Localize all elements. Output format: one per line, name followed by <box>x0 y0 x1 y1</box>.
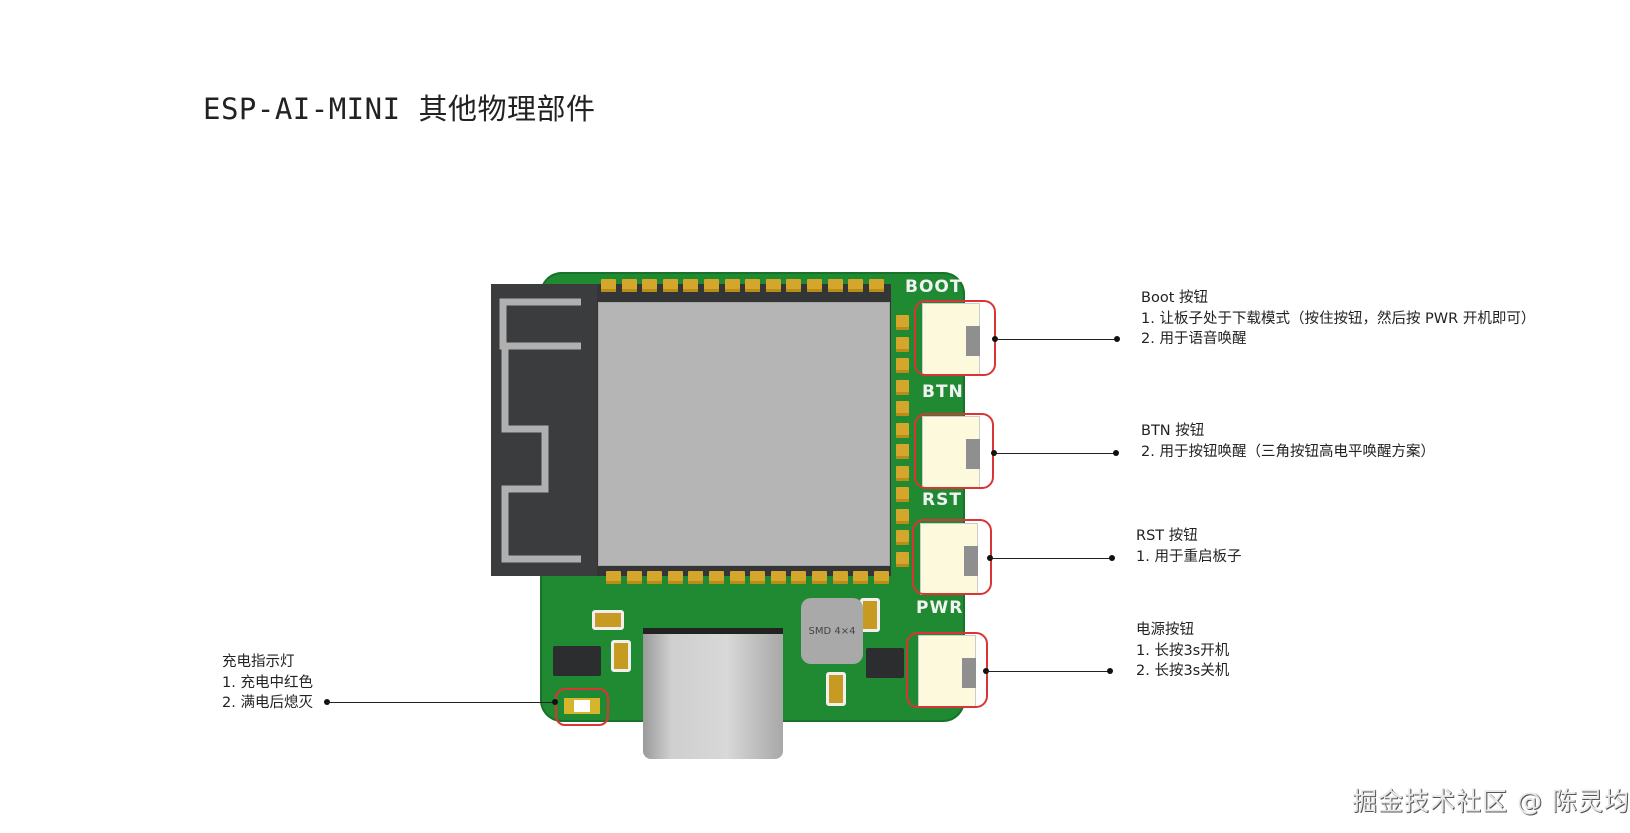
pwr-leader-line <box>986 671 1110 673</box>
solder-pad <box>896 315 909 330</box>
solder-pad <box>621 279 637 292</box>
solder-pad <box>896 422 909 438</box>
solder-pad <box>786 279 802 292</box>
antenna-area <box>491 284 597 576</box>
solder-pad <box>812 571 827 584</box>
solder-pad <box>724 279 740 292</box>
rst-switch[interactable] <box>920 523 978 595</box>
solder-pad <box>848 279 864 292</box>
leader-dot <box>1109 555 1115 561</box>
led-leader-line <box>327 702 555 704</box>
solder-pad <box>709 571 724 584</box>
leader-dot <box>1114 336 1120 342</box>
solder-pad <box>896 508 909 524</box>
callout-led: 充电指示灯 1. 充电中红色 2. 满电后熄灭 <box>222 652 313 714</box>
solder-pad <box>868 279 884 292</box>
switch-knob <box>966 439 980 469</box>
antenna-trace-icon <box>499 298 581 563</box>
solder-pad <box>827 279 843 292</box>
callout-boot: Boot 按钮 1. 让板子处于下载模式（按住按钮，然后按 PWR 开机即可） … <box>1141 288 1535 350</box>
solder-pad <box>896 530 909 545</box>
power-ic <box>866 648 904 678</box>
solder-pad <box>896 465 909 481</box>
solder-pad <box>896 487 909 502</box>
callout-title: Boot 按钮 <box>1141 290 1208 306</box>
solder-pad <box>626 571 642 584</box>
callout-line: 2. 满电后熄灭 <box>222 695 313 711</box>
solder-pad <box>791 571 807 584</box>
solder-pad <box>896 379 909 395</box>
callout-line: 2. 用于语音唤醒 <box>1141 331 1247 347</box>
btn-highlight-ring <box>914 413 994 489</box>
switch-knob <box>962 658 976 688</box>
callout-pwr: 电源按钮 1. 长按3s开机 2. 长按3s关机 <box>1136 620 1229 682</box>
charger-ic <box>553 646 601 676</box>
callout-btn: BTN 按钮 2. 用于按钮唤醒（三角按钮高电平唤醒方案） <box>1141 421 1435 462</box>
callout-title: BTN 按钮 <box>1141 423 1205 439</box>
leader-dot <box>1107 668 1113 674</box>
pwr-switch[interactable] <box>918 635 976 707</box>
solder-pad <box>896 444 909 459</box>
solder-pad <box>765 279 781 292</box>
solder-pad <box>896 336 909 352</box>
solder-pad <box>601 279 616 292</box>
solder-pad <box>662 279 678 292</box>
callout-rst: RST 按钮 1. 用于重启板子 <box>1136 526 1241 567</box>
solder-pad <box>647 571 663 584</box>
solder-pad <box>688 571 704 584</box>
solder-pad <box>853 571 869 584</box>
solder-pad <box>729 571 745 584</box>
callout-title: 充电指示灯 <box>222 654 295 670</box>
solder-pad <box>832 571 848 584</box>
led-highlight-ring <box>555 688 609 726</box>
solder-pad <box>683 279 699 292</box>
boot-highlight-ring <box>914 300 996 376</box>
btn-leader-line <box>994 453 1116 455</box>
solder-pad <box>896 401 909 416</box>
charge-led <box>564 698 600 714</box>
silk-rst: RST <box>922 490 962 510</box>
callout-title: RST 按钮 <box>1136 528 1198 544</box>
callout-title: 电源按钮 <box>1136 622 1194 638</box>
callout-line: 2. 用于按钮唤醒（三角按钮高电平唤醒方案） <box>1141 443 1435 460</box>
rst-leader-line <box>990 558 1112 560</box>
solder-pad <box>807 279 822 292</box>
usb-c-connector[interactable] <box>643 628 783 759</box>
rst-highlight-ring <box>912 519 992 595</box>
solder-pad <box>896 551 909 567</box>
solder-pad <box>750 571 766 584</box>
boot-switch[interactable] <box>922 303 980 375</box>
silk-pwr: PWR <box>916 598 964 618</box>
leader-dot <box>1113 450 1119 456</box>
callout-line: 1. 充电中红色 <box>222 674 313 691</box>
capacitor <box>592 610 624 630</box>
switch-knob <box>966 326 980 356</box>
capacitor <box>611 640 631 672</box>
callout-line: 1. 长按3s开机 <box>1136 642 1230 659</box>
capacitor <box>826 672 846 706</box>
callout-line: 1. 让板子处于下载模式（按住按钮，然后按 PWR 开机即可） <box>1141 310 1536 327</box>
callout-line: 2. 长按3s关机 <box>1136 663 1230 679</box>
callout-line: 1. 用于重启板子 <box>1136 548 1242 565</box>
pwr-highlight-ring <box>906 632 988 708</box>
inductor: SMD 4×4 <box>801 598 863 664</box>
silk-btn: BTN <box>922 382 964 402</box>
solder-pad <box>642 279 658 292</box>
capacitor <box>860 598 880 632</box>
solder-pad <box>745 279 761 292</box>
switch-knob <box>964 546 978 576</box>
solder-pad <box>896 358 909 373</box>
rf-shield-can <box>598 302 890 566</box>
solder-pad <box>770 571 786 584</box>
page-title: ESP-AI-MINI 其他物理部件 <box>203 92 596 126</box>
solder-pad <box>873 571 889 584</box>
solder-pad <box>704 279 719 292</box>
solder-pad <box>606 571 621 584</box>
btn-switch[interactable] <box>922 416 980 488</box>
watermark: 掘金技术社区 @ 陈灵均 <box>1352 787 1630 816</box>
silk-boot: BOOT <box>905 277 963 297</box>
solder-pad <box>667 571 683 584</box>
boot-leader-line <box>995 339 1117 341</box>
leader-dot <box>552 699 558 705</box>
